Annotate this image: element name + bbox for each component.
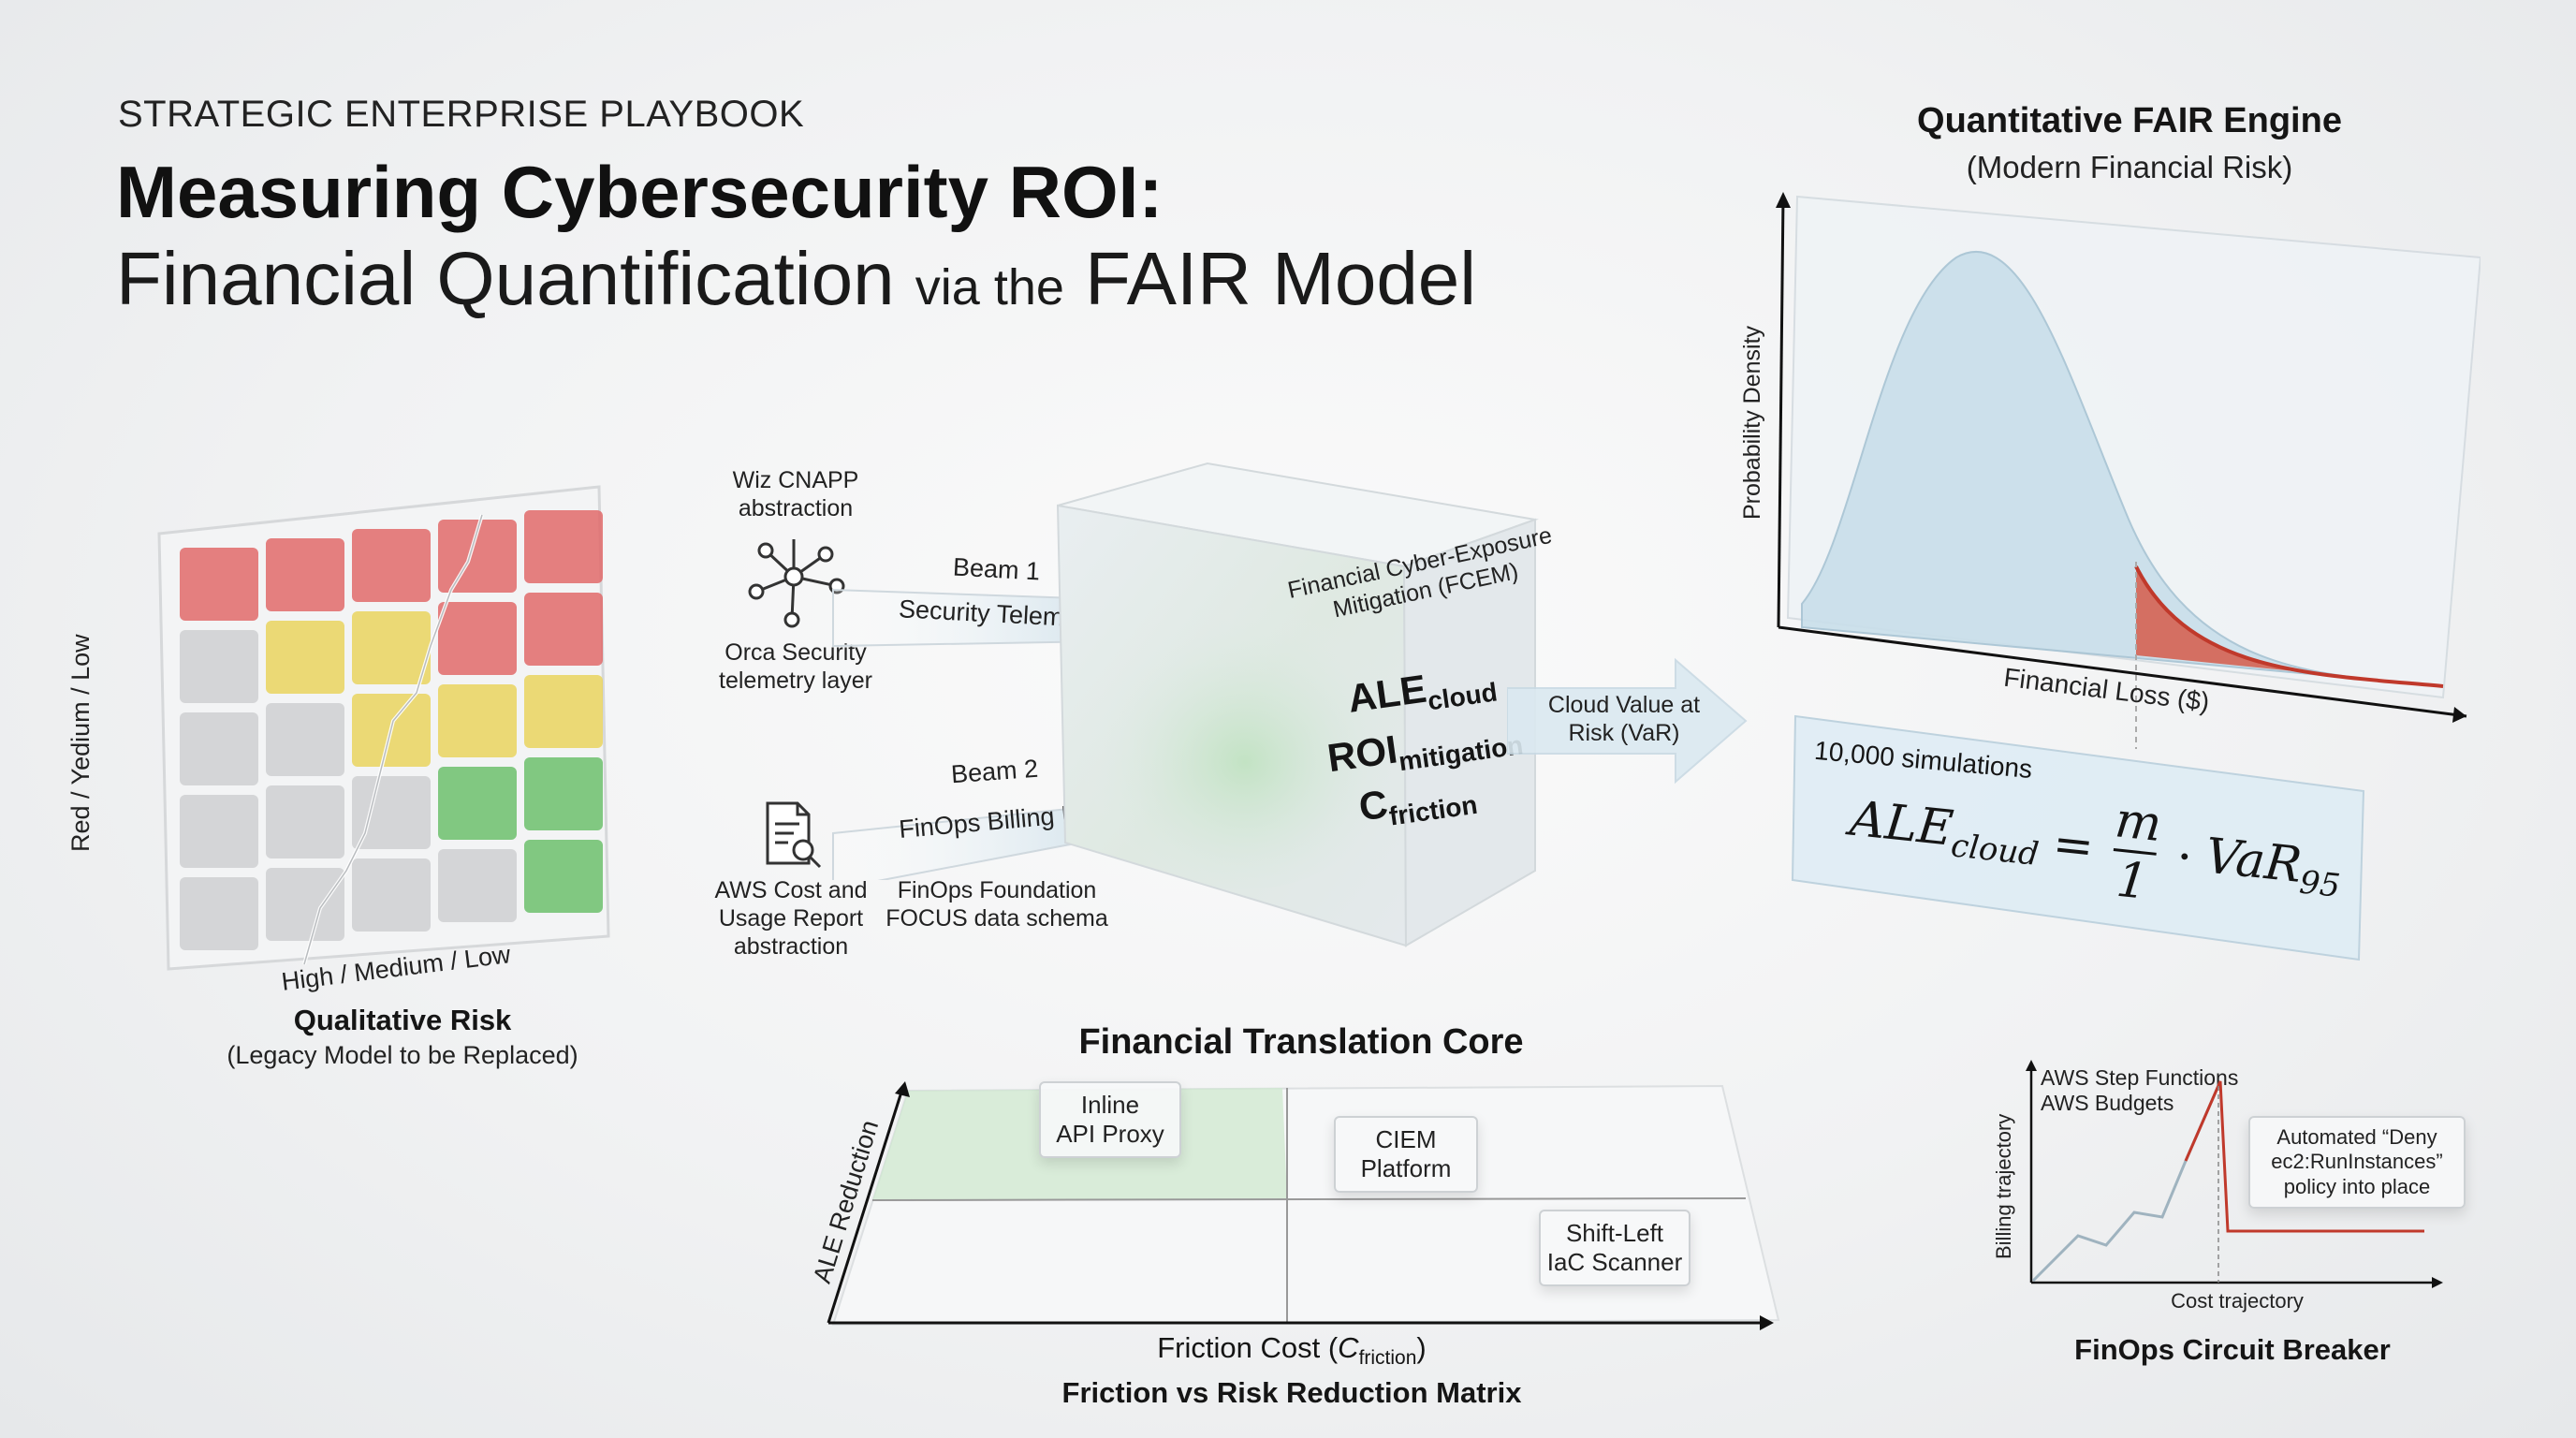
cb-callout-line2: ec2:RunInstances” xyxy=(2271,1150,2443,1174)
document-search-icon xyxy=(766,801,822,869)
cb-cutoff-trajectory xyxy=(2184,1080,2424,1233)
heatmap-cell-gray xyxy=(352,776,431,849)
heatmap-cell-red xyxy=(438,602,517,675)
ciem-line2: Platform xyxy=(1360,1154,1452,1183)
heatmap-cell-red xyxy=(352,529,431,602)
fcem-cube xyxy=(1056,462,1539,947)
heatmap-cell-green xyxy=(524,757,603,830)
heatmap-cell-gray xyxy=(352,858,431,932)
matrix-item-api-proxy: Inline API Proxy xyxy=(1039,1081,1181,1159)
cb-legend-step-functions: AWS Step Functions xyxy=(2041,1065,2239,1090)
heatmap-cell-red xyxy=(524,510,603,583)
heatmap-cell-gray xyxy=(266,868,344,941)
fair-y-axis xyxy=(1777,196,1785,628)
eyebrow: STRATEGIC ENTERPRISE PLAYBOOK xyxy=(118,94,805,135)
matrix-y-axis xyxy=(827,1085,905,1324)
heatmap-cell-red xyxy=(524,593,603,666)
heatmap-cell-red xyxy=(180,548,258,621)
subtitle-via: via the xyxy=(915,259,1064,315)
heatmap-cell-green xyxy=(524,840,603,913)
tail-risk-line xyxy=(2134,565,2444,688)
heatmap-cell-green xyxy=(438,767,517,840)
tail-risk-area xyxy=(2136,566,2443,686)
heatmap-cell-yellow xyxy=(438,684,517,757)
subtitle-part2: FAIR Model xyxy=(1085,237,1477,320)
cube-right-face xyxy=(1402,518,1536,947)
var-arrow xyxy=(1507,657,1748,785)
matrix-item-ciem: CIEM Platform xyxy=(1334,1116,1478,1194)
beam-2-title: Beam 2 xyxy=(950,754,1039,789)
subtitle-part1: Financial Quantification xyxy=(116,237,895,320)
qualitative-title: Qualitative Risk xyxy=(293,1004,512,1036)
beam-1-title: Beam 1 xyxy=(952,552,1041,586)
cb-baseline-trajectory xyxy=(2031,1080,2222,1283)
formula-panel-bg xyxy=(1791,714,2365,961)
var-arrow-label: Cloud Value at Risk (VaR) xyxy=(1547,692,1701,746)
formula-dot: · xyxy=(2174,828,2196,887)
cb-y-label: Billing trajectory xyxy=(1992,1113,2015,1259)
fair-x-axis xyxy=(1778,625,2467,718)
network-graph-icon xyxy=(748,539,845,628)
heatmap-cell-gray xyxy=(180,877,258,950)
iac-line2: IaC Scanner xyxy=(1546,1248,1683,1277)
qualitative-risk-heatmap xyxy=(157,485,610,971)
matrix-h-divider xyxy=(871,1197,1747,1201)
matrix-item-iac-scanner: Shift-Left IaC Scanner xyxy=(1539,1210,1690,1287)
heatmap-cell-gray xyxy=(266,703,344,776)
iac-line1: Shift-Left xyxy=(1565,1219,1664,1247)
ciem-line1: CIEM xyxy=(1375,1125,1437,1153)
cb-x-label: Cost trajectory xyxy=(2171,1289,2304,1313)
cb-callout-line3: policy into place xyxy=(2283,1174,2431,1198)
qualitative-subtitle: (Legacy Model to be Replaced) xyxy=(227,1041,578,1069)
roi-main: ROI xyxy=(1325,726,1400,781)
cube-glow xyxy=(1076,571,1413,889)
api-proxy-line2: API Proxy xyxy=(1056,1120,1164,1149)
heatmap-cell-gray xyxy=(180,712,258,785)
heatmap-cell-yellow xyxy=(266,621,344,694)
cb-title: FinOps Circuit Breaker xyxy=(2074,1333,2391,1366)
matrix-x-label: Friction Cost (Cfriction) xyxy=(1157,1331,1427,1370)
focus-schema-label: FinOps Foundation FOCUS data schema xyxy=(886,877,1108,932)
matrix-title: Friction vs Risk Reduction Matrix xyxy=(1061,1376,1522,1409)
heatmap-cell-gray xyxy=(180,795,258,868)
ale-main: ALE xyxy=(1344,666,1429,721)
fair-y-label: Probability Density xyxy=(1739,325,1765,520)
crack-line-shadow xyxy=(303,514,483,965)
heatmap-cell-gray xyxy=(438,849,517,922)
heatmap-cell-yellow xyxy=(524,675,603,748)
heatmap-y-label: Red / Yedium / Low xyxy=(66,634,95,852)
loss-distribution-curve xyxy=(1801,250,2444,687)
fair-title: Quantitative FAIR Engine xyxy=(1917,101,2342,140)
formula-rhs: VaR95 xyxy=(2203,828,2342,905)
heatmap-cell-gray xyxy=(180,630,258,703)
aws-cur-label: AWS Cost and Usage Report abstraction xyxy=(714,877,868,960)
wiz-label: Wiz CNAPP abstraction xyxy=(732,467,859,521)
cb-callout-line1: Automated “Deny xyxy=(2276,1125,2437,1149)
heatmap-cell-yellow xyxy=(352,611,431,684)
page-title: Measuring Cybersecurity ROI: xyxy=(116,151,1164,233)
fair-chart xyxy=(1776,192,2481,749)
heatmap-cell-gray xyxy=(266,785,344,858)
heatmap-cell-red xyxy=(266,538,344,611)
formula-equals: = xyxy=(2050,814,2097,876)
api-proxy-line1: Inline xyxy=(1080,1091,1140,1119)
cb-legend-budgets: AWS Budgets xyxy=(2041,1091,2174,1115)
formula-lhs: ALEcloud xyxy=(1847,790,2042,873)
page-subtitle: Financial Quantification via the FAIR Mo… xyxy=(116,236,1476,322)
formula-fraction: m 1 xyxy=(2112,792,2165,911)
translation-core-title: Financial Translation Core xyxy=(1078,1022,1524,1062)
fair-subtitle: (Modern Financial Risk) xyxy=(1966,150,2293,184)
circuit-breaker-chart xyxy=(2026,1060,2443,1288)
c-main: C xyxy=(1355,781,1391,829)
heatmap-cell-red xyxy=(438,520,517,593)
cb-callout: Automated “Deny ec2:RunInstances” policy… xyxy=(2248,1116,2466,1210)
